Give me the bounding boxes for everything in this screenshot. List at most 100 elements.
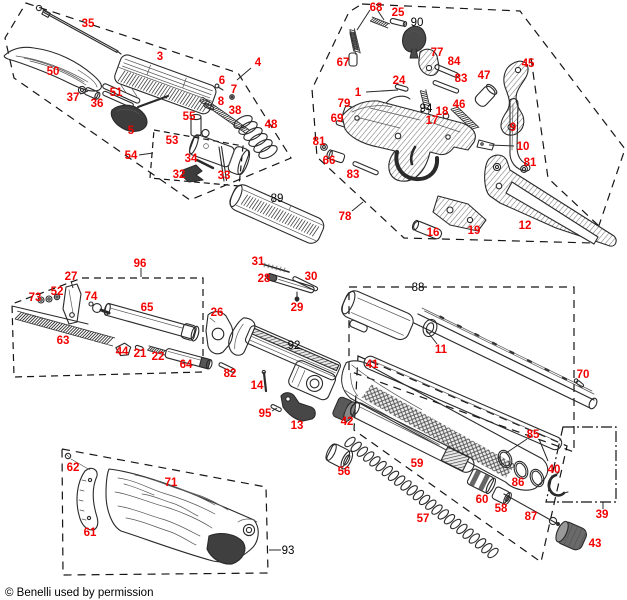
part-16-pin [411,219,443,240]
part-12-link-fork [484,154,617,247]
part-21-pin [134,344,144,351]
part-label-44: 44 [116,346,129,358]
part-label-55: 55 [183,111,196,123]
trigger-assembly-group-outline [311,3,626,244]
part-60-piston [466,468,496,495]
part-26-plate [205,311,234,355]
part-86-seal-ring [529,468,545,488]
part-67-plunger [348,52,358,67]
recoil-assembly-group-outline [11,277,204,378]
part-19-plate [432,195,487,232]
part-label-82: 82 [224,368,237,380]
part-label-52: 52 [51,286,64,298]
part-label-87: 87 [525,511,538,523]
part-65-tube [103,302,200,342]
bolt-assembly-group-outline [4,2,292,201]
part-label-53: 53 [166,135,179,147]
leader-line [351,201,364,212]
part-label-79: 79 [338,98,351,110]
part-41-forend [341,355,563,491]
part-label-51: 51 [110,87,123,99]
part-1-trigger-plate [341,95,476,182]
part-53-cap-assembly [188,128,251,176]
part-label-58: 58 [495,503,508,515]
leader-line [79,90,89,95]
leader-line [426,330,438,345]
part-label-43: 43 [589,538,602,550]
part-label-13: 13 [291,420,304,432]
part-9-lever [509,98,531,172]
part-label-62: 62 [67,462,80,474]
part-label-9: 9 [510,122,516,134]
part-label-17: 17 [426,115,439,127]
part-25-pin [389,17,408,28]
part-label-10: 10 [517,141,530,153]
part-66-bushing [326,149,346,164]
part-62-screw [64,452,91,471]
part-label-81: 81 [313,136,326,148]
part-50-lever [3,46,102,92]
part-label-48: 48 [265,119,278,131]
part-label-46: 46 [453,99,466,111]
part-label-12: 12 [519,220,532,232]
part-63-guide [11,305,89,325]
part-label-94: 94 [420,103,433,115]
part-43-cap [555,520,587,551]
part-label-1: 1 [355,87,362,99]
leader-line [488,144,515,147]
part-label-68: 68 [370,2,383,14]
part-label-25: 25 [392,7,405,19]
part-70-bead [573,378,585,388]
part-52-ring [53,293,61,301]
part-47-cap [474,83,498,107]
part-40-c-clip [547,471,569,497]
part-73-rings [37,295,53,304]
part-58-ring-cyl [491,486,512,506]
part-90-hammer [402,25,427,59]
part-77-sear [418,48,440,77]
part-35-rod [35,4,122,55]
part-22-spring [147,345,167,356]
part-95-pin [270,404,282,413]
part-label-89: 89 [271,193,284,205]
part-label-35: 35 [82,18,95,30]
part-label-84: 84 [448,56,461,68]
part-label-81: 81 [524,157,537,169]
part-87-rod [503,493,560,526]
part-13-lever [280,392,316,422]
part-label-6: 6 [219,75,225,87]
part-label-31: 31 [252,256,265,268]
part-61-butt-pad [76,467,99,531]
part-label-39: 39 [596,509,609,521]
part-label-26: 26 [211,307,224,319]
part-label-27: 27 [65,271,78,283]
part-label-50: 50 [47,66,60,78]
part-label-42: 42 [341,416,354,428]
part-24-pin [394,83,409,92]
part-label-96: 96 [134,258,147,270]
part-label-14: 14 [251,380,264,392]
part-83-pin-b [352,161,379,176]
part-46-spring [450,104,480,133]
part-label-73: 73 [29,292,42,304]
part-57-spring [344,436,499,559]
part-71-stock [105,468,259,565]
part-label-63: 63 [57,335,70,347]
part-label-16: 16 [427,227,440,239]
part-83-pin-a [432,80,460,94]
part-6-pin [214,83,224,91]
part-label-59: 59 [411,458,424,470]
part-label-37: 37 [67,92,80,104]
leader-line [505,438,528,454]
part-44-cone [115,342,132,357]
part-82-pin [218,362,236,373]
part-59-mag-tube [349,401,475,473]
part-67-spring [349,31,359,52]
part-label-64: 64 [180,359,193,371]
part-label-36: 36 [91,98,104,110]
part-label-85: 85 [527,429,540,441]
leader-line [70,280,74,289]
